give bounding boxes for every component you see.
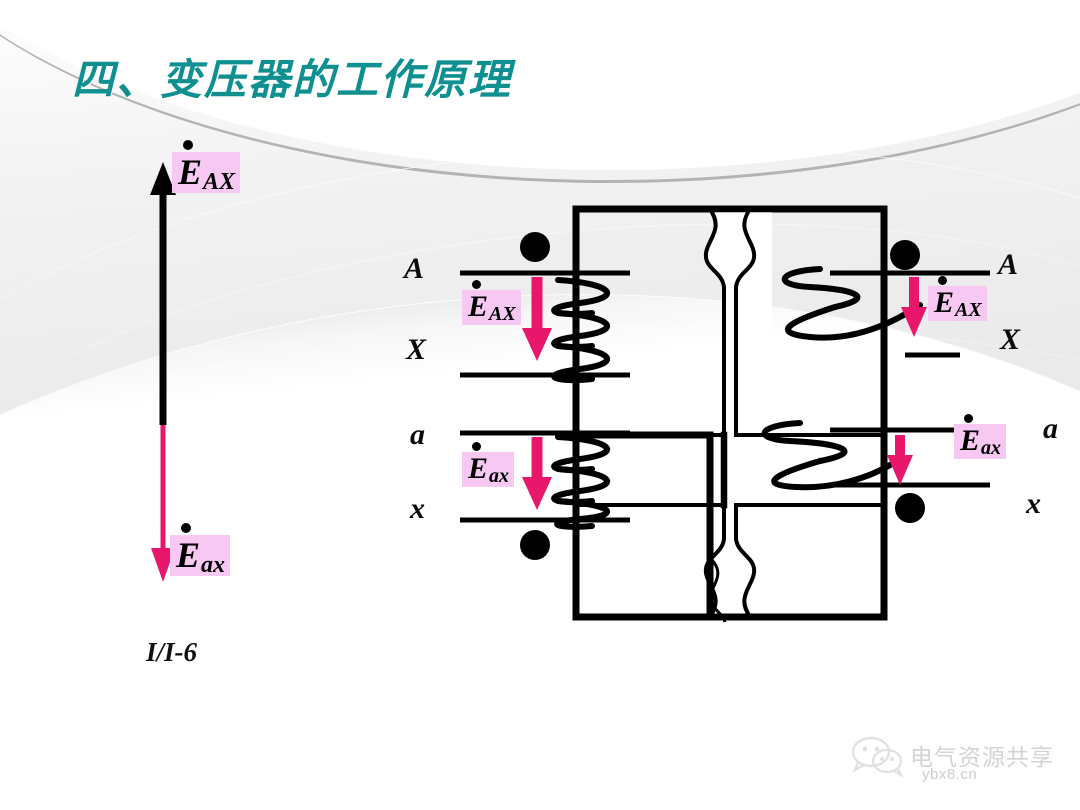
terminal-right-X: X xyxy=(1000,323,1021,356)
figure-caption: I/I-6 xyxy=(146,637,198,667)
core-body xyxy=(572,205,888,621)
winding-right-primary xyxy=(782,266,923,341)
core-drawing xyxy=(572,205,888,621)
terminal-left-X: X xyxy=(406,333,427,366)
phasor-dot-upper xyxy=(183,140,193,150)
emf-dot-right-lv xyxy=(964,414,973,423)
page-title: 四、变压器的工作原理 xyxy=(72,58,513,104)
winding-right-secondary xyxy=(762,420,893,491)
terminal-right-x: x xyxy=(1026,487,1041,520)
polarity-dot-left-top xyxy=(520,232,550,262)
left-lv-leads xyxy=(460,430,630,523)
emf-label-left-hv: EAX xyxy=(462,280,521,325)
phasor-vector-up xyxy=(150,162,176,425)
polarity-dot-left-bottom xyxy=(520,530,550,560)
watermark-url: ybx8.cn xyxy=(922,766,978,783)
watermark-text: 电气资源共享 xyxy=(910,744,1054,770)
watermark: 电气资源共享 ybx8.cn xyxy=(851,736,1072,798)
emf-dot-left-hv xyxy=(472,280,481,289)
transformer-core-diagram xyxy=(460,205,990,623)
polarity-dot-right-top xyxy=(890,240,920,270)
background-arc-line xyxy=(0,0,1080,183)
emf-label-right-lv: Eax xyxy=(954,414,1007,459)
winding-left-primary xyxy=(551,277,610,384)
right-hv-leads xyxy=(830,270,990,358)
polarity-dot-right-bottom xyxy=(895,493,925,523)
emf-dot-left-lv xyxy=(472,442,481,451)
terminal-left-A: A xyxy=(404,252,425,285)
left-hv-leads xyxy=(460,270,630,378)
winding-left-secondary xyxy=(551,434,610,530)
phasor-dot-lower xyxy=(181,523,191,533)
terminal-left-x: x xyxy=(410,492,425,525)
terminal-right-A: A xyxy=(998,248,1019,281)
terminal-right-a: a xyxy=(1043,412,1058,445)
emf-arrow-left-hv xyxy=(522,277,552,361)
emf-dot-right-hv xyxy=(938,276,947,285)
phasor-vector-down xyxy=(151,425,175,582)
phasor-label-eax-upper: EAX xyxy=(172,140,241,194)
emf-arrow-left-lv xyxy=(522,437,552,510)
phasor-diagram xyxy=(150,162,176,582)
wechat-icon xyxy=(851,736,904,778)
emf-arrow-right-lv xyxy=(887,435,913,485)
emf-label-left-lv: Eax xyxy=(462,442,515,487)
terminal-left-a: a xyxy=(410,418,425,451)
phasor-label-eax-lower: Eax xyxy=(170,523,231,577)
emf-arrow-right-hv xyxy=(901,277,927,337)
emf-label-right-hv: EAX xyxy=(928,276,987,321)
